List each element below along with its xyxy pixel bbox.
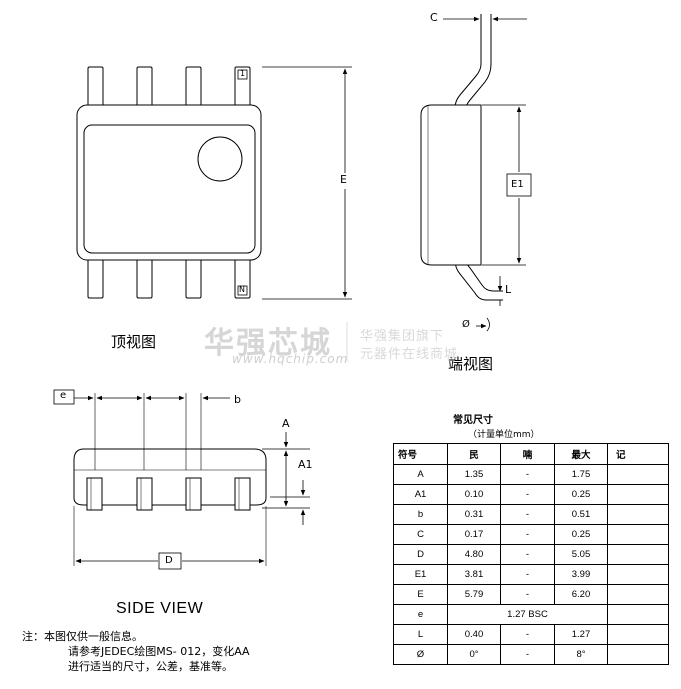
table-cell: 4.80 xyxy=(447,544,501,565)
table-cell xyxy=(607,504,669,525)
table-cell: 1.27 xyxy=(554,624,608,645)
table-cell xyxy=(607,524,669,545)
table-cell: E xyxy=(393,584,448,605)
note-line-1: 注：本图仅供一般信息。 xyxy=(22,630,143,643)
dim-label-A: A xyxy=(282,417,290,430)
table-cell: L xyxy=(393,624,448,645)
top-view-upper-pins xyxy=(87,66,251,108)
watermark-line1: 华强集团旗下 xyxy=(360,329,445,344)
dim-label-E: E xyxy=(340,173,347,186)
table-cell: A xyxy=(393,464,448,485)
pin-n-mark: N xyxy=(239,285,245,294)
table-cell: b xyxy=(393,504,448,525)
end-view-title: 端视图 xyxy=(448,355,494,373)
table-cell: - xyxy=(500,464,555,485)
table-cell xyxy=(607,564,669,585)
table-cell: 0.31 xyxy=(447,504,501,525)
table-cell: C xyxy=(393,524,448,545)
pin1-dimple xyxy=(197,136,243,182)
watermark-line2: 元器件在线商城 xyxy=(360,347,459,362)
side-view-title: SIDE VIEW xyxy=(116,600,204,617)
table-cell: 6.20 xyxy=(554,584,608,605)
table-cell: 0.25 xyxy=(554,484,608,505)
table-cell: - xyxy=(500,624,555,645)
notes: 注：本图仅供一般信息。 请参考JEDEC绘图MS- 012，变化AA 进行适当的… xyxy=(22,629,250,674)
table-cell: 0.51 xyxy=(554,504,608,525)
note-line-2: 请参考JEDEC绘图MS- 012，变化AA xyxy=(68,645,250,658)
table-cell xyxy=(607,604,669,625)
top-view xyxy=(76,66,352,300)
table-cell: 0.40 xyxy=(447,624,501,645)
table-cell: 0.10 xyxy=(447,484,501,505)
table-row: Ø 0° - 8° xyxy=(393,644,669,665)
table-cell xyxy=(607,584,669,605)
table-subtitle: （计量单位mm） xyxy=(468,430,540,440)
table-cell: e xyxy=(393,604,448,625)
side-view xyxy=(53,389,310,570)
top-view-lower-pins xyxy=(87,256,251,299)
note-line-3: 进行适当的尺寸，公差，基准等。 xyxy=(68,660,233,673)
table-row: e 1.27 BSC xyxy=(393,604,669,625)
table-cell: 0.17 xyxy=(447,524,501,545)
table-row: E1 3.81 - 3.99 xyxy=(393,564,669,585)
table-header-cell: 民 xyxy=(447,443,501,465)
table-cell: - xyxy=(500,644,555,665)
dim-label-theta: Ø xyxy=(462,319,470,330)
top-view-inner-body xyxy=(83,124,256,254)
dim-label-e: e xyxy=(60,390,67,401)
table-row: b 0.31 - 0.51 xyxy=(393,504,669,525)
pin-1-mark: 1 xyxy=(240,69,246,78)
table-row: A 1.35 - 1.75 xyxy=(393,464,669,485)
end-view xyxy=(420,14,532,332)
table-cell: E1 xyxy=(393,564,448,585)
table-row: C 0.17 - 0.25 xyxy=(393,524,669,545)
table-cell: - xyxy=(500,484,555,505)
dim-label-A1: A1 xyxy=(298,458,313,471)
table-cell: 1.27 BSC xyxy=(447,604,608,625)
table-title: 常见尺寸 xyxy=(453,415,493,426)
table-cell: 3.99 xyxy=(554,564,608,585)
top-view-body xyxy=(76,104,262,261)
table-cell xyxy=(607,624,669,645)
table-cell xyxy=(607,484,669,505)
table-row: D 4.80 - 5.05 xyxy=(393,544,669,565)
table-cell: 8° xyxy=(554,644,608,665)
table-header-cell: 最大 xyxy=(554,443,608,465)
table-cell: 5.05 xyxy=(554,544,608,565)
table-cell xyxy=(607,644,669,665)
table-header-cell: 记 xyxy=(607,443,669,465)
dim-label-D: D xyxy=(165,555,173,566)
table-cell: 0.25 xyxy=(554,524,608,545)
dimensions-table: 符号 民 喃 最大 记 A 1.35 - 1.75 A1 0.10 - 0.25… xyxy=(393,443,669,665)
table-cell: 5.79 xyxy=(447,584,501,605)
table-cell: 1.35 xyxy=(447,464,501,485)
table-cell: - xyxy=(500,544,555,565)
watermark-url: www.hqchip.com xyxy=(232,352,349,366)
table-cell: - xyxy=(500,584,555,605)
table-cell: - xyxy=(500,564,555,585)
table-cell: A1 xyxy=(393,484,448,505)
table-cell: - xyxy=(500,524,555,545)
dim-label-b: b xyxy=(234,393,241,406)
table-cell: Ø xyxy=(393,644,448,665)
table-cell xyxy=(607,544,669,565)
top-view-title: 顶视图 xyxy=(111,333,157,351)
dim-label-E1: E1 xyxy=(511,179,524,190)
table-row: L 0.40 - 1.27 xyxy=(393,624,669,645)
table-cell: 3.81 xyxy=(447,564,501,585)
table-cell: 1.75 xyxy=(554,464,608,485)
table-header-cell: 符号 xyxy=(393,443,448,465)
table-cell: - xyxy=(500,504,555,525)
table-cell: 0° xyxy=(447,644,501,665)
table-row: E 5.79 - 6.20 xyxy=(393,584,669,605)
table-cell xyxy=(607,464,669,485)
table-header-cell: 喃 xyxy=(500,443,555,465)
table-row: A1 0.10 - 0.25 xyxy=(393,484,669,505)
dim-label-C: C xyxy=(430,11,438,24)
dim-label-L: L xyxy=(505,283,512,296)
watermark-brand: 华强芯城 xyxy=(204,326,332,361)
table-header-row: 符号 民 喃 最大 记 xyxy=(393,443,669,465)
table-cell: D xyxy=(393,544,448,565)
